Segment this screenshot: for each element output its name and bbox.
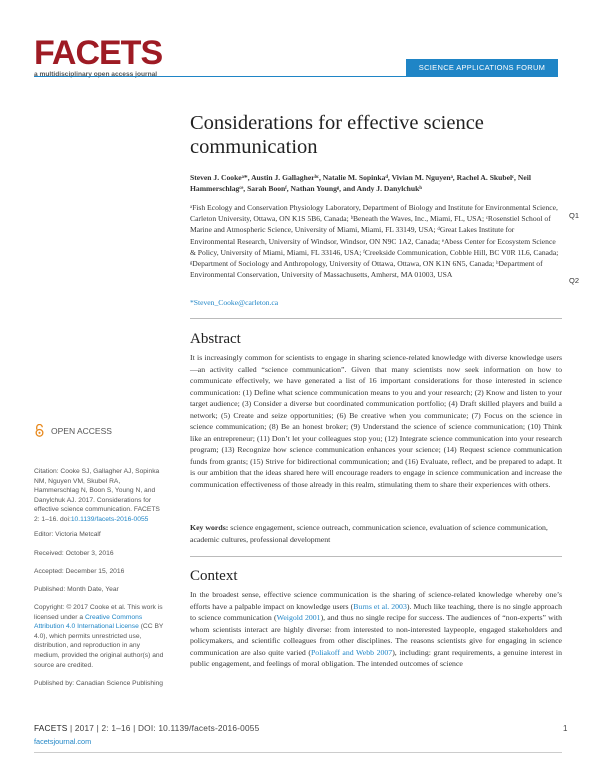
citation-link[interactable]: Burns et al. 2003	[353, 601, 407, 611]
author-list: Steven J. Cookeᵃ*, Austin J. Gallagherᵇᶜ…	[190, 173, 531, 193]
query-marker-q2: Q2	[569, 276, 580, 285]
footer-divider	[34, 752, 562, 753]
received-date: Received: October 3, 2016	[34, 550, 114, 557]
footer-doi: DOI: 10.1139/facets-2016-0055	[137, 723, 260, 733]
accepted-date: Accepted: December 15, 2016	[34, 568, 125, 575]
corresponding-email-link[interactable]: *Steven_Cooke@carleton.ca	[190, 298, 279, 307]
doi-link[interactable]: 10.1139/facets-2016-0055	[70, 515, 149, 523]
keywords-label: Key words:	[190, 523, 229, 532]
divider	[190, 318, 562, 319]
license-link[interactable]: Creative Commons Attribution 4.0 Interna…	[34, 613, 143, 631]
header-divider	[34, 76, 558, 77]
open-lock-icon	[35, 424, 44, 437]
context-paragraph: In the broadest sense, effective science…	[190, 589, 562, 670]
publisher: Published by: Canadian Science Publishin…	[34, 680, 164, 687]
footer-year: 2017	[74, 723, 95, 733]
journal-tagline: a multidisciplinary open access journal	[34, 71, 158, 78]
query-marker-q1: Q1	[569, 211, 580, 220]
context-text: ), and thus no single recipe for success…	[190, 613, 562, 657]
context-text: ), including: grant requirements, a genu…	[190, 647, 562, 669]
context-text: In the broadest sense, effective science…	[190, 590, 562, 611]
copyright-text: Copyright: © 2017 Cooke et al. This work…	[34, 604, 163, 621]
divider	[190, 556, 562, 557]
section-label: SCIENCE APPLICATIONS FORUM	[406, 59, 558, 76]
journal-logo: FACETS	[34, 34, 163, 72]
context-text: ). Much like teaching, there is no singl…	[190, 601, 562, 623]
open-access-label: OPEN ACCESS	[51, 425, 112, 436]
article-title: Considerations for effective science com…	[190, 112, 484, 158]
page-number: 1	[563, 724, 568, 733]
copyright-block: Copyright: © 2017 Cooke et al. This work…	[34, 603, 164, 670]
citation-text: Citation: Cooke SJ, Gallagher AJ, Sopink…	[34, 468, 160, 523]
open-access-badge: OPEN ACCESS	[34, 424, 112, 437]
abstract-text: It is increasingly common for scientists…	[190, 353, 562, 489]
keywords: Key words: science engagement, science o…	[190, 522, 562, 545]
affiliations: ᵃFish Ecology and Conservation Physiolog…	[190, 203, 559, 280]
citation-block: Citation: Cooke SJ, Gallagher AJ, Sopink…	[34, 467, 164, 525]
copyright-text: (CC BY 4.0), which permits unrestricted …	[34, 623, 164, 669]
citation-link[interactable]: Poliakoff and Webb 2007	[310, 647, 393, 657]
footer-citation: FACETS | 2017 | 2: 1–16 | DOI: 10.1139/f…	[34, 723, 260, 733]
published-date: Published: Month Date, Year	[34, 586, 119, 593]
journal-url-link[interactable]: facetsjournal.com	[34, 737, 92, 746]
context-heading: Context	[190, 568, 238, 584]
footer-brand: FACETS	[34, 723, 68, 733]
keywords-text: science engagement, science outreach, co…	[190, 523, 548, 544]
editor: Editor: Victoria Metcalf	[34, 531, 101, 538]
citation-link[interactable]: Weigold 2001	[276, 613, 321, 622]
footer-pages: 2: 1–16	[101, 723, 131, 733]
abstract-heading: Abstract	[190, 331, 241, 347]
